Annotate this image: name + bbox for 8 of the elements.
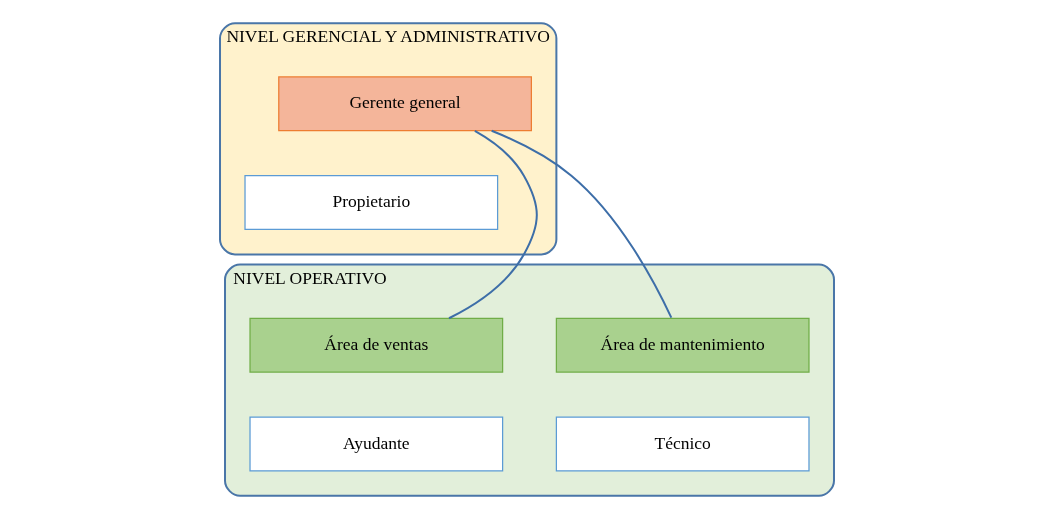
node-box: Ayudante [249, 416, 504, 472]
node-box: Área de mantenimiento [555, 317, 810, 373]
node-box: Gerente general [278, 76, 532, 132]
connector [490, 129, 673, 319]
connector [448, 129, 538, 320]
node-box: Área de ventas [249, 317, 504, 373]
node-box: Técnico [555, 416, 810, 472]
node-box: Propietario [244, 175, 499, 231]
